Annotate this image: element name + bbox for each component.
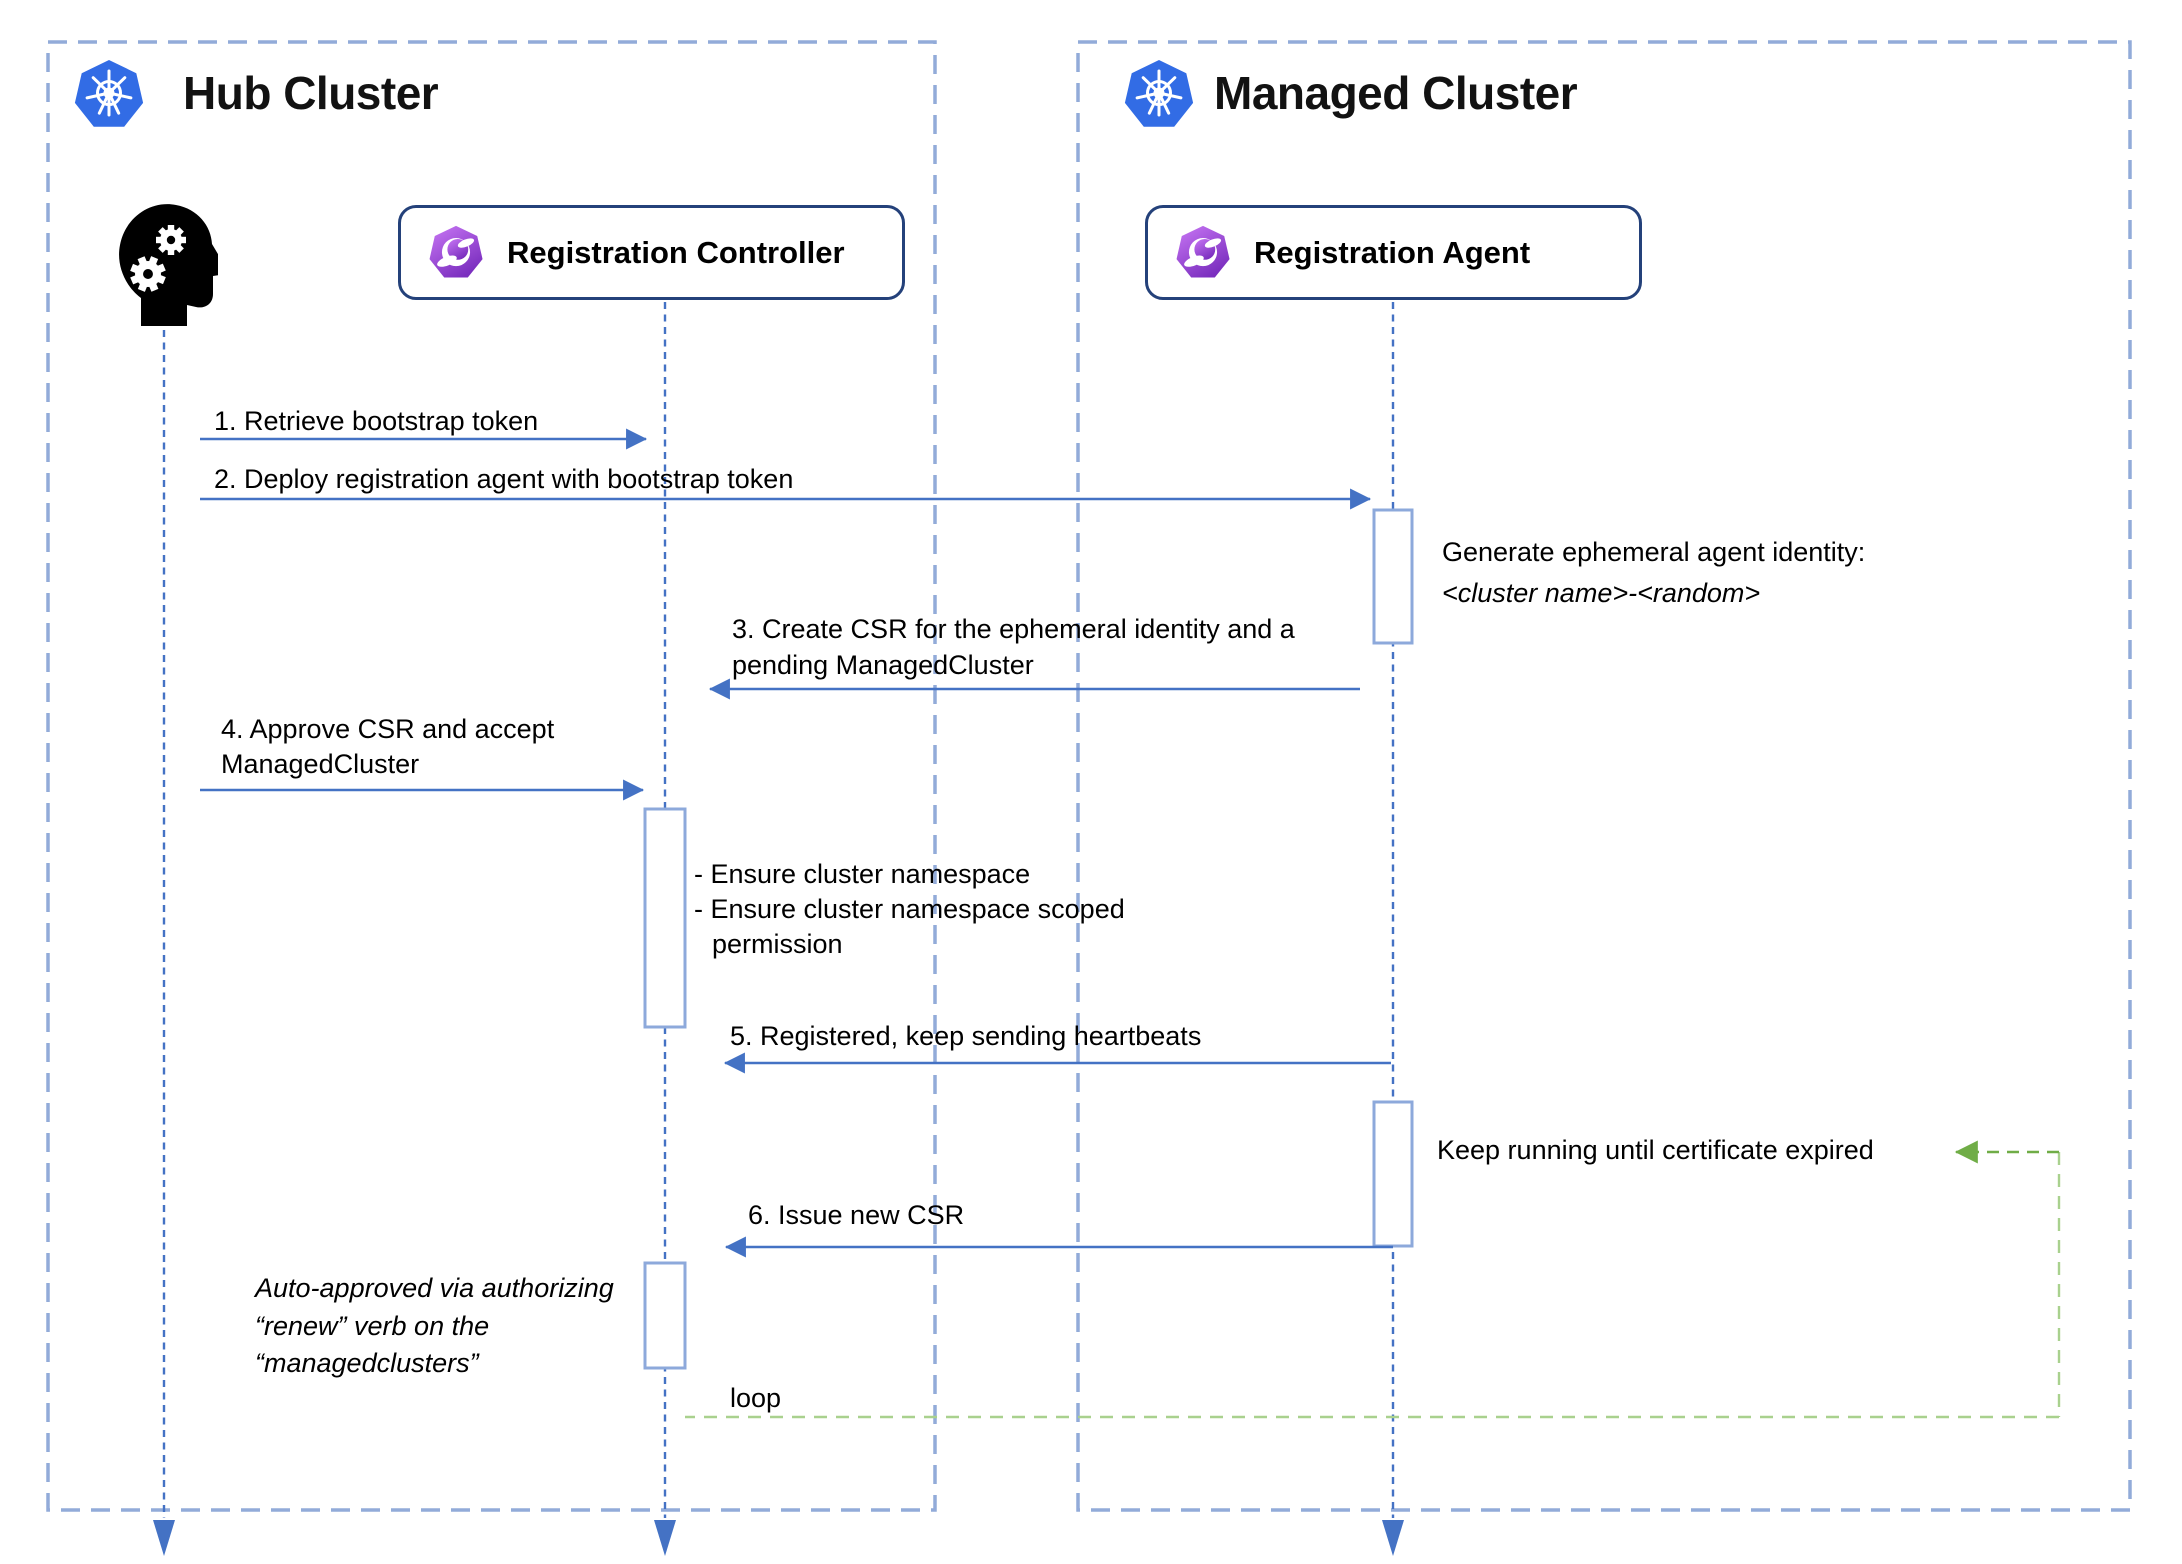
thinking-head-gears-icon: [119, 204, 218, 326]
ocm-registration-icon: [1176, 225, 1230, 277]
message-5-label: 5. Registered, keep sending heartbeats: [730, 1021, 1202, 1051]
note-ensure-line2: - Ensure cluster namespace scoped: [694, 894, 1125, 924]
message-6-label: 6. Issue new CSR: [748, 1200, 965, 1230]
managed-cluster-frame: [1076, 40, 2132, 1512]
kubernetes-icon: [1124, 60, 1194, 127]
note-ensure-line3: permission: [712, 929, 843, 959]
registration-agent-label: Registration Agent: [1254, 234, 1531, 270]
message-4-label-line2: ManagedCluster: [221, 749, 420, 779]
managed-cluster-title: Managed Cluster: [1214, 67, 1578, 119]
user-lifeline-arrowhead: [153, 1520, 175, 1556]
agent-activation-1: [1372, 508, 1414, 645]
controller-activation-1: [643, 807, 687, 1029]
loop-label: loop: [730, 1383, 782, 1413]
kubernetes-icon: [74, 60, 144, 127]
note-identity-line2: <cluster name>-<random>: [1442, 578, 1761, 608]
agent-activation-2: [1372, 1100, 1414, 1248]
ocm-registration-icon: [429, 225, 483, 277]
registration-agent-box: Registration Agent: [1145, 205, 1642, 300]
agent-lifeline-arrowhead: [1382, 1520, 1404, 1556]
note-auto-approved-line1: Auto-approved via authorizing: [255, 1273, 614, 1303]
registration-controller-label: Registration Controller: [507, 234, 845, 270]
hub-cluster-title: Hub Cluster: [183, 67, 439, 119]
message-3-label-line1: 3. Create CSR for the ephemeral identity…: [732, 614, 1295, 644]
hub-cluster-frame: [46, 40, 937, 1512]
message-1-label: 1. Retrieve bootstrap token: [214, 406, 539, 436]
note-keep-running: Keep running until certificate expired: [1437, 1135, 1874, 1165]
message-3-label-line2: pending ManagedCluster: [732, 650, 1034, 680]
registration-controller-box: Registration Controller: [398, 205, 905, 300]
note-auto-approved-line3: “managedclusters”: [255, 1348, 479, 1378]
message-4-label-line1: 4. Approve CSR and accept: [221, 714, 555, 744]
note-identity-line1: Generate ephemeral agent identity:: [1442, 537, 1866, 567]
note-ensure-line1: - Ensure cluster namespace: [694, 859, 1031, 889]
controller-activation-2: [643, 1261, 687, 1370]
controller-lifeline-arrowhead: [654, 1520, 676, 1556]
message-2-label: 2. Deploy registration agent with bootst…: [214, 464, 794, 494]
note-auto-approved-line2: “renew” verb on the: [255, 1311, 490, 1341]
